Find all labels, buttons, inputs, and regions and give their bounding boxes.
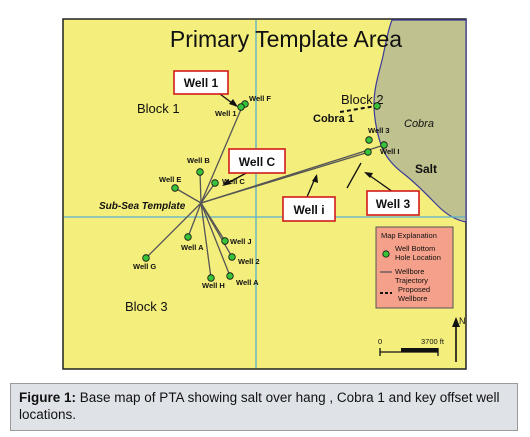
wells-layer: Well F Well 1 Well B Well C Well E Well A Well… (133, 94, 399, 290)
map-legend: Map Explanation Well Bottom Hole Locatio… (375, 226, 454, 309)
scale-end-label: 3700 ft (421, 337, 445, 346)
well-i-label: Well I (380, 147, 399, 156)
callout-well-3: Well 3 (366, 190, 420, 216)
salt-label: Salt (415, 162, 437, 176)
well-1-marker (237, 103, 245, 111)
well-j-marker (221, 237, 229, 245)
well-e-label: Well E (159, 175, 181, 184)
well-a-marker (226, 272, 234, 280)
block-1-label: Block 1 (137, 101, 180, 116)
legend-title: Map Explanation (381, 231, 437, 240)
well-c-label: Well C (222, 177, 245, 186)
well-a-label: Well A (181, 243, 204, 252)
legend-item-proposed: Proposed Wellbore (398, 285, 432, 303)
well-g-marker (142, 254, 150, 262)
well-e-marker (171, 184, 179, 192)
well-a-marker (184, 233, 192, 241)
callout-well-i: Well i (282, 196, 336, 222)
callout-well-1: Well 1 (173, 70, 229, 95)
proposed-wellbore-cobra-1 (339, 105, 377, 113)
callout-well-3-label: Well 3 (376, 197, 411, 211)
well-h-marker (207, 274, 215, 282)
well-1-label: Well 1 (215, 109, 237, 118)
cobra-1-marker (373, 102, 381, 110)
callout-well-c: Well C (228, 148, 286, 174)
well-b-marker (196, 168, 204, 176)
well-b-label: Well B (187, 156, 210, 165)
scale-start-label: 0 (378, 337, 382, 346)
well-a-label: Well A (236, 278, 259, 287)
well-i-marker (380, 141, 388, 149)
north-arrow-icon: N (452, 316, 466, 362)
salt-region (373, 19, 467, 223)
map-title: Primary Template Area (170, 26, 402, 52)
well-c-marker (211, 179, 219, 187)
wellbore-trajectories (145, 106, 385, 279)
block-2-label: Block 2 (341, 92, 384, 107)
callout-well-1-label: Well 1 (184, 76, 219, 90)
figure-caption: Figure 1: Base map of PTA showing salt o… (10, 383, 518, 431)
legend-item-well: Well Bottom Hole Location (395, 244, 441, 262)
well-j-label: Well J (230, 237, 252, 246)
well-3-label: Well 3 (368, 126, 390, 135)
well-3-marker (365, 136, 373, 144)
cobra-1-label: Cobra 1 (313, 113, 354, 125)
well-2-label: Well 2 (238, 257, 260, 266)
cobra-label: Cobra (404, 118, 434, 130)
well-g-label: Well G (133, 262, 156, 271)
well-h-label: Well H (202, 281, 225, 290)
callout-well-i-label: Well i (293, 203, 324, 217)
legend-item-trajectory: Wellbore Trajectory (395, 267, 428, 285)
caption-text: Base map of PTA showing salt over hang ,… (19, 390, 500, 422)
well-2-marker (228, 253, 236, 261)
subsea-template-label: Sub-Sea Template (99, 201, 186, 212)
block-3-label: Block 3 (125, 299, 168, 314)
well-marker (364, 148, 372, 156)
callout-well-c-label: Well C (239, 155, 276, 169)
callout-arrowheads (222, 99, 373, 186)
caption-label: Figure 1: (19, 390, 77, 405)
well-f-label: Well F (249, 94, 271, 103)
north-label: N (459, 316, 466, 326)
legend-well-icon (382, 250, 390, 258)
scale-bar: 0 3700 ft (378, 337, 445, 356)
